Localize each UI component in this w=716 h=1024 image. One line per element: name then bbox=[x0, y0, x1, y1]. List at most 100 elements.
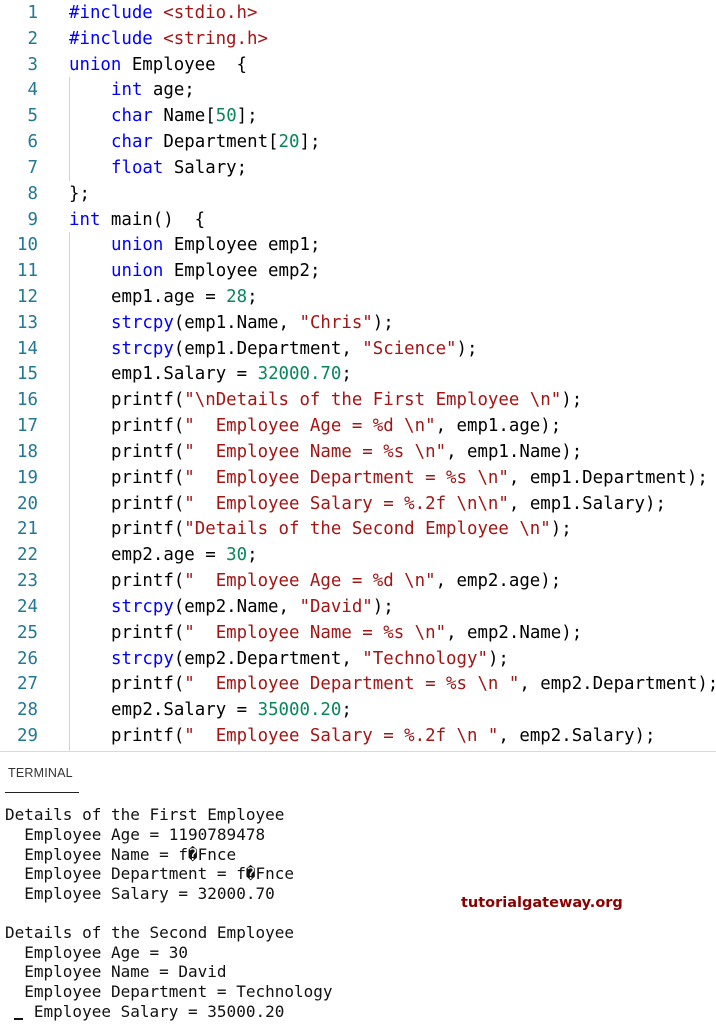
code-text[interactable]: strcpy(emp2.Department, "Technology"); bbox=[111, 646, 509, 672]
code-text[interactable]: printf("Details of the Second Employee \… bbox=[111, 516, 572, 542]
code-text[interactable]: char Department[20]; bbox=[111, 129, 320, 155]
code-text[interactable]: strcpy(emp2.Name, "David"); bbox=[111, 594, 394, 620]
terminal-line: Employee Department = Technology bbox=[5, 982, 333, 1002]
code-token: emp1.Salary = bbox=[111, 364, 258, 385]
code-text[interactable]: #include <stdio.h> bbox=[69, 0, 257, 26]
code-text[interactable]: printf(" Employee Salary = %.2f \n ", em… bbox=[111, 723, 655, 749]
keyword-token: int bbox=[69, 209, 101, 230]
code-text[interactable]: printf(" Employee Age = %d \n", emp1.age… bbox=[111, 413, 561, 439]
code-token: printf( bbox=[111, 622, 185, 643]
code-token: (emp1.Name, bbox=[173, 312, 300, 333]
code-line[interactable]: 26 strcpy(emp2.Department, "Technology"); bbox=[0, 646, 716, 672]
line-number: 25 bbox=[17, 622, 38, 643]
code-text[interactable]: strcpy(emp1.Name, "Chris"); bbox=[111, 310, 394, 336]
code-line[interactable]: 28 emp2.Salary = 35000.20; bbox=[0, 697, 716, 723]
line-number: 19 bbox=[17, 467, 38, 488]
code-token: main() { bbox=[100, 209, 206, 230]
number-token: 35000.20 bbox=[257, 700, 342, 721]
code-text[interactable]: printf(" Employee Name = %s \n", emp1.Na… bbox=[111, 439, 582, 465]
code-text[interactable]: union Employee emp1; bbox=[111, 232, 320, 258]
line-number: 26 bbox=[17, 648, 38, 669]
code-token: Salary; bbox=[163, 157, 248, 178]
code-text[interactable]: emp2.age = 30; bbox=[111, 542, 258, 568]
code-text[interactable]: int age; bbox=[111, 77, 195, 103]
line-number: 27 bbox=[17, 674, 38, 695]
code-token: Employee emp2; bbox=[163, 261, 321, 282]
panel-divider[interactable] bbox=[0, 751, 716, 752]
code-text[interactable]: printf(" Employee Name = %s \n", emp2.Na… bbox=[111, 620, 582, 646]
code-text[interactable]: printf("\nDetails of the First Employee … bbox=[111, 387, 582, 413]
string-token: "Chris" bbox=[299, 312, 373, 333]
code-text[interactable]: #include <string.h> bbox=[69, 26, 268, 52]
code-token: ]; bbox=[299, 132, 321, 153]
code-editor[interactable]: 1#include <stdio.h>2#include <string.h>3… bbox=[0, 0, 716, 751]
code-text[interactable]: float Salary; bbox=[111, 155, 247, 181]
code-text[interactable]: printf(" Employee Salary = %.2f \n\n", e… bbox=[111, 491, 666, 517]
keyword-token: strcpy bbox=[111, 596, 174, 617]
code-text[interactable]: printf(" Employee Age = %d \n", emp2.age… bbox=[111, 568, 561, 594]
code-line[interactable]: 2#include <string.h> bbox=[0, 26, 716, 52]
line-number: 28 bbox=[17, 700, 38, 721]
number-token: 28 bbox=[226, 287, 248, 308]
code-token: Employee emp1; bbox=[163, 235, 321, 256]
code-line[interactable]: 9 int main() { bbox=[0, 207, 716, 233]
keyword-token: #include bbox=[69, 28, 164, 49]
code-line[interactable]: 25 printf(" Employee Name = %s \n", emp2.… bbox=[0, 620, 716, 646]
code-line[interactable]: 16 printf("\nDetails of the First Employe… bbox=[0, 387, 716, 413]
code-line[interactable]: 8}; bbox=[0, 181, 716, 207]
code-token: (emp1.Department, bbox=[173, 338, 363, 359]
code-text[interactable]: emp1.age = 28; bbox=[111, 284, 258, 310]
code-line[interactable]: 1#include <stdio.h> bbox=[0, 0, 716, 26]
code-text[interactable]: }; bbox=[69, 181, 90, 207]
code-text[interactable]: char Name[50]; bbox=[111, 103, 258, 129]
code-line[interactable]: 19 printf(" Employee Department = %s \n",… bbox=[0, 465, 716, 491]
tab-terminal[interactable]: TERMINAL bbox=[8, 766, 73, 780]
code-line[interactable]: 13 strcpy(emp1.Name, "Chris"); bbox=[0, 310, 716, 336]
code-text[interactable]: union Employee { bbox=[69, 52, 247, 78]
code-text[interactable]: emp2.Salary = 35000.20; bbox=[111, 697, 352, 723]
code-text[interactable]: emp1.Salary = 32000.70; bbox=[111, 361, 352, 387]
number-token: 30 bbox=[226, 545, 248, 566]
line-number: 4 bbox=[27, 80, 38, 101]
code-line[interactable]: 12 emp1.age = 28; bbox=[0, 284, 716, 310]
code-text[interactable]: printf(" Employee Department = %s \n ", … bbox=[111, 671, 716, 697]
terminal-line: Employee Name = David bbox=[5, 962, 227, 982]
code-token: printf( bbox=[111, 467, 185, 488]
terminal-line: Employee Age = 30 bbox=[5, 942, 189, 962]
line-number: 13 bbox=[17, 312, 38, 333]
code-text[interactable]: printf(" Employee Department = %s \n", e… bbox=[111, 465, 708, 491]
number-token: 50 bbox=[215, 106, 237, 127]
code-text[interactable]: strcpy(emp1.Department, "Science"); bbox=[111, 336, 477, 362]
code-line[interactable]: 3 union Employee { bbox=[0, 52, 716, 78]
code-text[interactable]: union Employee emp2; bbox=[111, 258, 320, 284]
string-token: " Employee Department = %s \n " bbox=[184, 674, 520, 695]
line-number: 12 bbox=[17, 287, 38, 308]
code-line[interactable]: 27 printf(" Employee Department = %s \n "… bbox=[0, 671, 716, 697]
terminal-output[interactable]: Details of the First Employee Employee A… bbox=[5, 805, 716, 1022]
keyword-token: char bbox=[111, 106, 153, 127]
string-token: " Employee Department = %s \n" bbox=[184, 467, 509, 488]
line-number: 16 bbox=[17, 390, 38, 411]
code-text[interactable]: int main() { bbox=[69, 207, 205, 233]
code-line[interactable]: 4 int age; bbox=[0, 77, 716, 103]
line-number: 9 bbox=[27, 209, 38, 230]
string-token: " Employee Name = %s \n" bbox=[184, 622, 447, 643]
line-number: 3 bbox=[27, 54, 38, 75]
code-token: ; bbox=[341, 700, 352, 721]
keyword-token: strcpy bbox=[111, 312, 174, 333]
